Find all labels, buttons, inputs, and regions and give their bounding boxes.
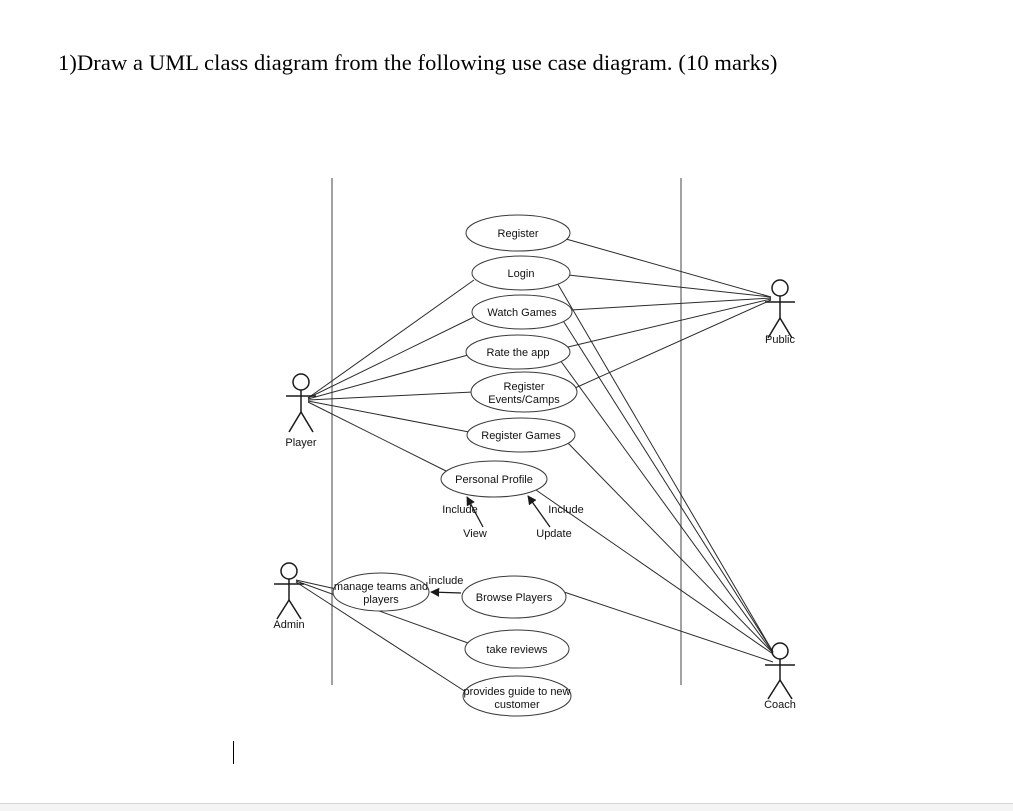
use-case-nodes: Register Login Watch Games Rate the app … <box>332 214 578 717</box>
associations-admin <box>295 579 469 693</box>
page-title: 1)Draw a UML class diagram from the foll… <box>58 50 778 75</box>
use-case-register-games[interactable]: Register Games <box>466 417 576 453</box>
use-case-label: Personal Profile <box>455 474 533 486</box>
use-case-label: Register Games <box>481 430 561 442</box>
actor-player[interactable]: Player <box>285 373 317 449</box>
associations-public <box>565 238 772 389</box>
use-case-personal-profile[interactable]: Personal Profile <box>440 460 548 498</box>
use-case-register-events-camps[interactable]: Register Events/Camps <box>470 371 578 413</box>
actor-label: Coach <box>764 699 796 711</box>
include-arrow-update <box>527 495 551 528</box>
include-label-update: Include <box>548 504 583 516</box>
use-case-provides-guide-to-new-customer[interactable]: provides guide to new customer <box>462 675 572 717</box>
actor-admin[interactable]: Admin <box>273 562 305 631</box>
actor-label: Admin <box>273 619 304 631</box>
use-case-label: Watch Games <box>487 307 557 319</box>
include-label-browse-players: include <box>429 575 464 587</box>
view-label: View <box>463 528 487 540</box>
include-arrow-browse-players <box>430 587 462 597</box>
use-case-login[interactable]: Login <box>471 255 571 291</box>
use-case-label-line2: Events/Camps <box>488 394 560 406</box>
use-case-rate-the-app[interactable]: Rate the app <box>465 334 571 370</box>
actor-public[interactable]: Public <box>765 279 795 346</box>
include-arrow-view <box>466 496 484 528</box>
associations-coach <box>535 280 774 663</box>
text-cursor-caret <box>233 741 234 764</box>
use-case-label-line1: manage teams and <box>334 581 428 593</box>
include-relations <box>430 495 551 597</box>
use-case-watch-games[interactable]: Watch Games <box>471 294 573 330</box>
use-case-label: Browse Players <box>476 592 553 604</box>
use-case-label: take reviews <box>486 644 548 656</box>
actor-label: Public <box>765 334 795 346</box>
update-label: Update <box>536 528 571 540</box>
actor-coach[interactable]: Coach <box>764 642 796 711</box>
use-case-label-line1: Register <box>504 381 545 393</box>
use-case-label: Login <box>508 268 535 280</box>
use-case-label-line2: customer <box>494 699 540 711</box>
below-page-background <box>0 804 1013 811</box>
associations-player <box>307 279 475 472</box>
use-case-browse-players[interactable]: Browse Players <box>461 575 567 619</box>
actor-label: Player <box>285 437 317 449</box>
use-case-manage-teams-and-players[interactable]: manage teams and players <box>332 572 430 612</box>
page-bottom-divider <box>0 803 1013 804</box>
use-case-label-line1: provides guide to new <box>463 686 570 698</box>
relationship-labels: Include View Include Update include <box>429 504 584 587</box>
use-case-register[interactable]: Register <box>465 214 571 252</box>
include-label-view: Include <box>442 504 477 516</box>
use-case-label: Rate the app <box>487 347 550 359</box>
use-case-label: Register <box>498 228 539 240</box>
use-case-take-reviews[interactable]: take reviews <box>464 629 570 669</box>
use-case-label-line2: players <box>363 594 399 606</box>
